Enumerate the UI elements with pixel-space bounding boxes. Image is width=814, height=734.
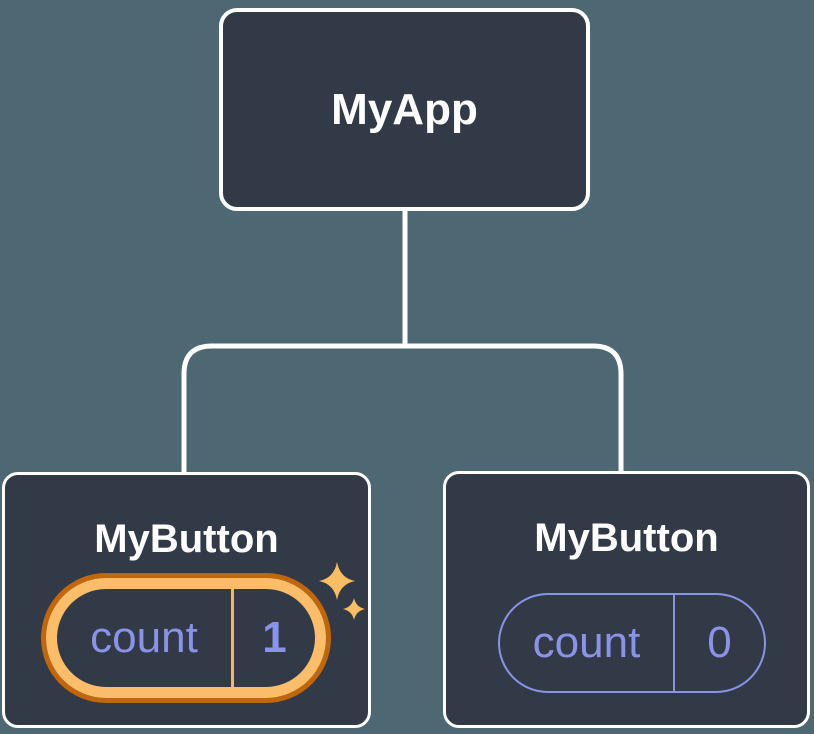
state-value: 1: [231, 589, 315, 687]
connector-branch: [181, 343, 624, 474]
state-pill-normal: count 0: [498, 593, 766, 693]
node-mybutton-right-label: MyButton: [534, 516, 719, 560]
state-name: count: [90, 613, 198, 662]
state-value: 0: [673, 595, 764, 691]
sparkle-large: [319, 562, 355, 600]
node-mybutton-left: MyButton count 1: [2, 472, 371, 728]
sparkle-small: [343, 598, 365, 620]
state-name: count: [532, 618, 641, 667]
node-mybutton-right: MyButton count 0: [443, 471, 810, 728]
node-mybutton-left-label: MyButton: [94, 517, 279, 561]
node-myapp-label: MyApp: [331, 84, 478, 134]
node-myapp: MyApp: [219, 8, 590, 211]
state-pill-highlighted: count 1: [46, 578, 326, 698]
sparkles-icon: [319, 562, 365, 620]
